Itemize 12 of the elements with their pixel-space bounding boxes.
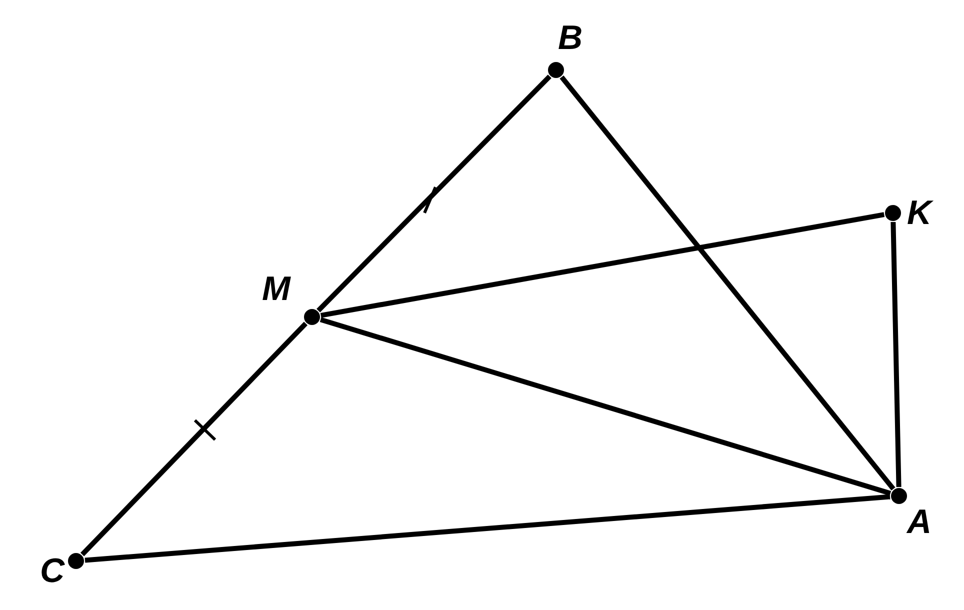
line-segment <box>890 222 902 488</box>
line-segment <box>320 212 885 318</box>
line-segment <box>316 74 552 312</box>
line-segment <box>84 494 890 563</box>
point-label: M <box>262 271 290 307</box>
line-segment <box>560 75 896 491</box>
line-segment <box>80 322 308 556</box>
point-label: C <box>40 553 65 589</box>
line-segment <box>320 317 892 496</box>
point-label: A <box>907 504 932 540</box>
point-label: K <box>907 195 932 231</box>
point-label: B <box>558 20 583 56</box>
